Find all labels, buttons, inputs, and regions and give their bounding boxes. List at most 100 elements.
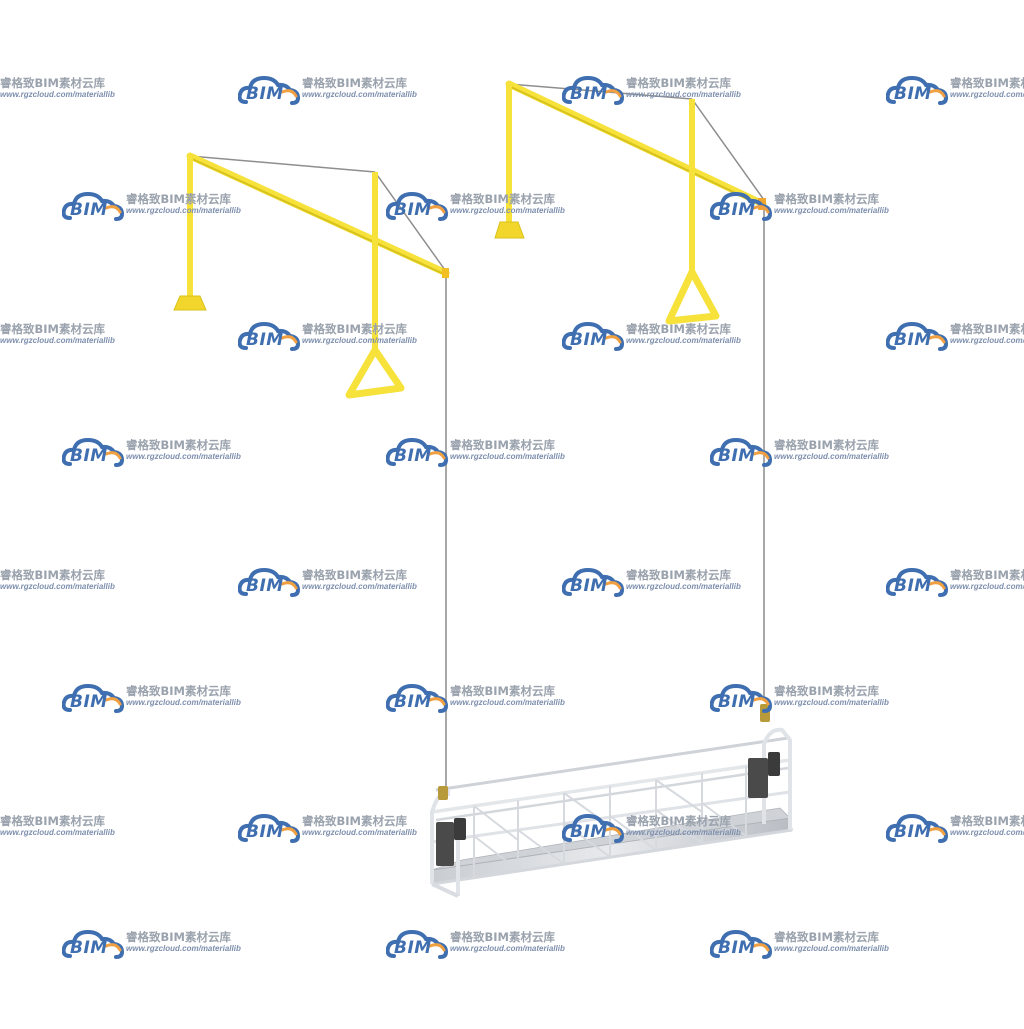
watermark-tile: BIM睿格致BIM素材云库www.rgzcloud.com/materialli… bbox=[886, 564, 1024, 600]
cloud-logo-icon bbox=[886, 567, 948, 597]
platform-front-bottom-rail bbox=[431, 828, 793, 886]
platform-back-top-rail bbox=[435, 736, 789, 792]
left-counterweight-triangle bbox=[345, 346, 405, 399]
left-top-tie-cable bbox=[189, 155, 376, 173]
cloud-logo-icon bbox=[710, 191, 772, 221]
cloud-logo-icon bbox=[238, 321, 300, 351]
cloud-logo-icon bbox=[710, 437, 772, 467]
cloud-logo-icon bbox=[886, 75, 948, 105]
watermark-url: www.rgzcloud.com/materiallib bbox=[302, 828, 417, 837]
watermark-cn-text: 睿格致BIM素材云库 bbox=[450, 192, 555, 206]
left-outrigger-frame bbox=[173, 152, 450, 790]
watermark-brand: BIM bbox=[394, 200, 432, 220]
watermark-url: www.rgzcloud.com/materiallib bbox=[626, 828, 741, 837]
left-hoist-gearbox bbox=[454, 818, 466, 840]
watermark-cn-text: 睿格致BIM素材云库 bbox=[450, 438, 555, 452]
watermark-url: www.rgzcloud.com/materiallib bbox=[126, 944, 241, 953]
cloud-logo-icon bbox=[238, 75, 300, 105]
watermark-cn-text: 睿格致BIM素材云库 bbox=[0, 322, 105, 336]
watermark-url: www.rgzcloud.com/materiallib bbox=[950, 828, 1024, 837]
cloud-logo-icon bbox=[562, 75, 624, 105]
watermark-brand: BIM bbox=[718, 938, 756, 958]
watermark-brand: BIM bbox=[570, 576, 608, 596]
left-beam-shade bbox=[189, 157, 447, 276]
watermark-cn-text: 睿格致BIM素材云库 bbox=[302, 814, 407, 828]
cloud-logo-icon bbox=[238, 813, 300, 843]
right-cantilever-beam bbox=[505, 80, 767, 208]
platform-left-end-bottom bbox=[431, 882, 459, 898]
watermark-brand: BIM bbox=[70, 692, 108, 712]
watermark-brand: BIM bbox=[70, 200, 108, 220]
cloud-logo-icon bbox=[386, 437, 448, 467]
right-top-tie-cable bbox=[508, 83, 693, 100]
right-counterweight-triangle bbox=[665, 268, 720, 325]
platform-back-mid-rail bbox=[435, 766, 789, 822]
left-rear-tie-cable bbox=[374, 171, 446, 271]
watermark-url: www.rgzcloud.com/materiallib bbox=[450, 944, 565, 953]
watermark-url: www.rgzcloud.com/materiallib bbox=[0, 90, 115, 99]
watermark-brand: BIM bbox=[70, 938, 108, 958]
watermark-url: www.rgzcloud.com/materiallib bbox=[450, 452, 565, 461]
watermark-brand: BIM bbox=[570, 822, 608, 842]
watermark-url: www.rgzcloud.com/materiallib bbox=[0, 828, 115, 837]
watermark-cn-text: 睿格致BIM素材云库 bbox=[626, 322, 731, 336]
watermark-url: www.rgzcloud.com/materiallib bbox=[774, 206, 889, 215]
right-outrigger-frame bbox=[494, 80, 767, 700]
watermark-brand: BIM bbox=[718, 200, 756, 220]
cloud-logo-icon bbox=[62, 683, 124, 713]
left-cantilever-beam bbox=[186, 152, 450, 277]
watermark-brand: BIM bbox=[394, 692, 432, 712]
watermark-url: www.rgzcloud.com/materiallib bbox=[950, 582, 1024, 591]
right-rear-tie-cable bbox=[691, 98, 765, 201]
cloud-logo-icon bbox=[562, 321, 624, 351]
watermark-url: www.rgzcloud.com/materiallib bbox=[774, 698, 889, 707]
right-front-post-base bbox=[494, 221, 525, 239]
watermark-cn-text: 睿格致BIM素材云库 bbox=[126, 684, 231, 698]
cloud-logo-icon bbox=[62, 437, 124, 467]
cloud-logo-icon bbox=[386, 929, 448, 959]
watermark-url: www.rgzcloud.com/materiallib bbox=[626, 90, 741, 99]
cloud-logo-icon bbox=[886, 321, 948, 351]
watermark-url: www.rgzcloud.com/materiallib bbox=[302, 336, 417, 345]
watermark-cn-text: 睿格致BIM素材云库 bbox=[302, 322, 407, 336]
watermark-tile: BIM睿格致BIM素材云库www.rgzcloud.com/materialli… bbox=[886, 318, 1024, 354]
watermark-url: www.rgzcloud.com/materiallib bbox=[450, 206, 565, 215]
watermark-url: www.rgzcloud.com/materiallib bbox=[302, 582, 417, 591]
cloud-logo-icon bbox=[62, 191, 124, 221]
watermark-cn-text: 睿格致BIM素材云库 bbox=[626, 814, 731, 828]
watermark-cn-text: 睿格致BIM素材云库 bbox=[126, 438, 231, 452]
watermark-cn-text: 睿格致BIM素材云库 bbox=[126, 930, 231, 944]
left-front-post-base bbox=[173, 295, 207, 311]
suspended-platform bbox=[430, 704, 793, 898]
watermark-cn-text: 睿格致BIM素材云库 bbox=[302, 76, 407, 90]
watermark-brand: BIM bbox=[70, 446, 108, 466]
watermark-url: www.rgzcloud.com/materiallib bbox=[0, 582, 115, 591]
watermark-cn-text: 睿格致BIM素材云库 bbox=[126, 192, 231, 206]
watermark-url: www.rgzcloud.com/materiallib bbox=[0, 336, 115, 345]
right-hoist-gearbox bbox=[768, 752, 780, 776]
watermark-url: www.rgzcloud.com/materiallib bbox=[774, 452, 889, 461]
watermark-url: www.rgzcloud.com/materiallib bbox=[450, 698, 565, 707]
watermark-cn-text: 睿格致BIM素材云库 bbox=[774, 192, 879, 206]
left-beam-tip bbox=[442, 268, 449, 278]
cloud-logo-icon bbox=[886, 813, 948, 843]
watermark-brand: BIM bbox=[246, 576, 284, 596]
watermark-cn-text: 睿格致BIM素材云库 bbox=[950, 76, 1024, 90]
cloud-logo-icon bbox=[562, 567, 624, 597]
watermark-url: www.rgzcloud.com/materiallib bbox=[126, 206, 241, 215]
watermark-cn-text: 睿格致BIM素材云库 bbox=[0, 568, 105, 582]
